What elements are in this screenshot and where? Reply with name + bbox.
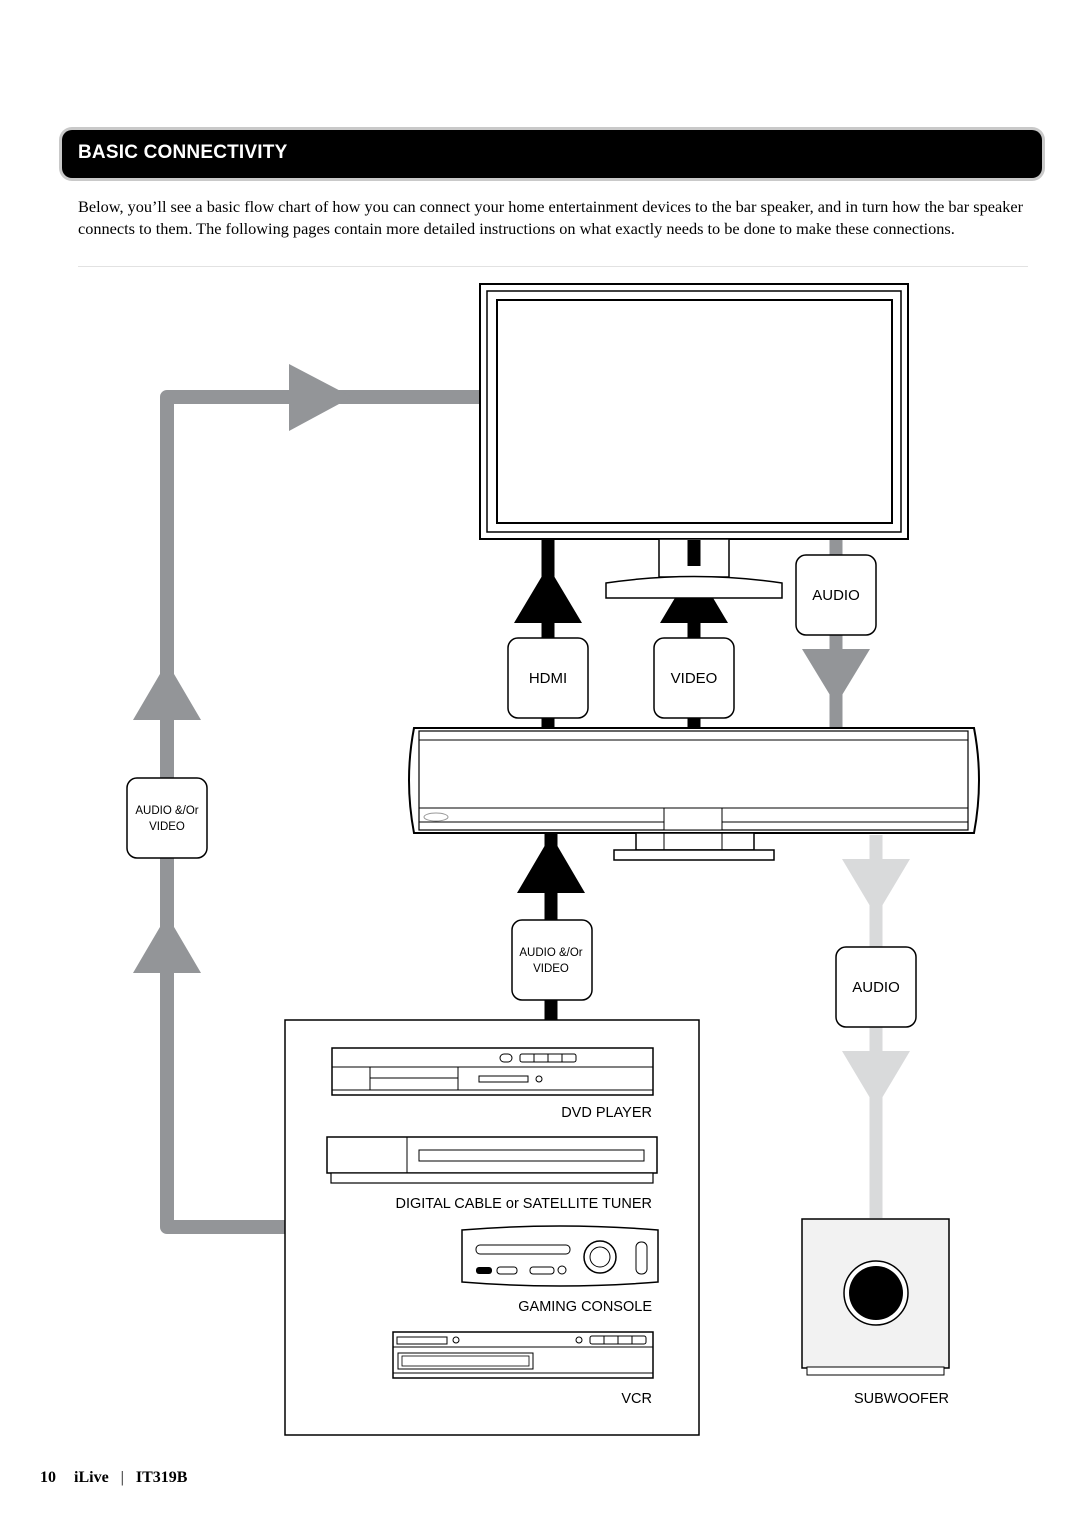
arrow-down-icon <box>802 649 870 705</box>
subwoofer-illustration <box>801 1218 950 1376</box>
label-hdmi: HDMI <box>507 637 589 719</box>
svg-text:AUDIO &/Or: AUDIO &/Or <box>135 805 198 817</box>
vcr-label: VCR <box>621 1391 652 1407</box>
divider <box>78 266 1028 267</box>
section-header: BASIC CONNECTIVITY <box>62 130 1042 178</box>
arrow-up-icon <box>133 915 201 973</box>
arrow-up-icon <box>133 662 201 720</box>
label-audio-subwoofer: AUDIO <box>835 946 917 1028</box>
footer-brand: iLive <box>74 1469 109 1486</box>
label-audio-top: AUDIO <box>795 554 877 636</box>
arrow-down-icon <box>842 1051 910 1108</box>
soundbar-illustration <box>408 727 980 861</box>
cable-tuner-label: DIGITAL CABLE or SATELLITE TUNER <box>395 1196 652 1212</box>
vcr-illustration <box>392 1331 654 1379</box>
page-number: 10 <box>40 1469 56 1486</box>
label-video: VIDEO <box>653 637 735 719</box>
arrow-right-icon <box>289 364 352 431</box>
page-footer: 10 iLive | IT319B <box>40 1469 187 1487</box>
arrow-up-icon <box>514 566 582 623</box>
svg-text:VIDEO: VIDEO <box>149 821 185 833</box>
subwoofer-label: SUBWOOFER <box>854 1391 949 1407</box>
tv-illustration <box>479 283 909 599</box>
cable-tuner-illustration <box>326 1136 658 1184</box>
label-audio-video-center: AUDIO &/Or VIDEO <box>511 919 593 1001</box>
dvd-player-label: DVD PLAYER <box>561 1105 652 1121</box>
brand-logo <box>423 812 449 822</box>
svg-text:HDMI: HDMI <box>529 670 567 687</box>
dvd-player-illustration <box>331 1047 654 1096</box>
intro-paragraph: Below, you’ll see a basic flow chart of … <box>78 197 1023 238</box>
svg-text:AUDIO: AUDIO <box>812 587 860 604</box>
footer-separator: | <box>120 1469 124 1486</box>
svg-text:VIDEO: VIDEO <box>533 963 569 975</box>
gaming-console-illustration <box>461 1225 659 1287</box>
gaming-console-label: GAMING CONSOLE <box>518 1299 652 1315</box>
arrow-down-icon <box>842 859 910 916</box>
svg-text:VIDEO: VIDEO <box>671 670 718 687</box>
label-audio-video-left: AUDIO &/Or VIDEO <box>126 777 208 859</box>
section-title: BASIC CONNECTIVITY <box>78 142 288 163</box>
svg-text:AUDIO: AUDIO <box>852 979 900 996</box>
arrow-up-icon <box>517 835 585 893</box>
svg-text:AUDIO &/Or: AUDIO &/Or <box>519 947 582 959</box>
footer-model: IT319B <box>135 1469 188 1486</box>
